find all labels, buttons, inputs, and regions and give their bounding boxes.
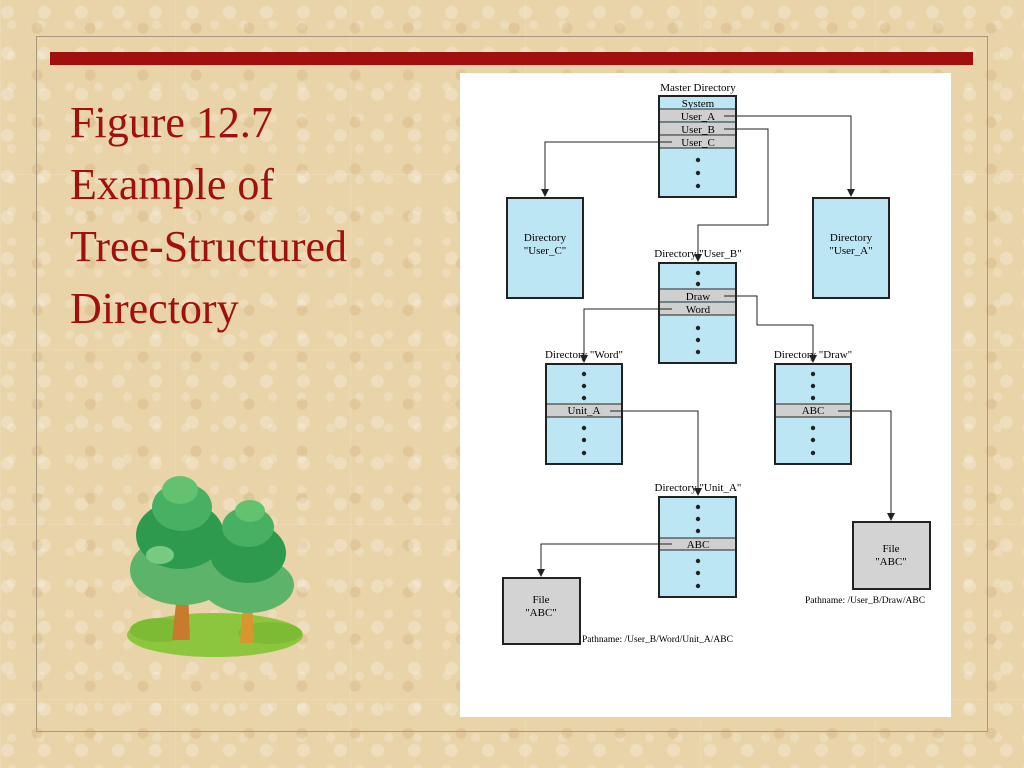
arrow-user-a bbox=[724, 115, 855, 197]
user-b-entry-word: Word bbox=[686, 304, 711, 316]
file-left-line2: "ABC" bbox=[525, 607, 557, 619]
arrow-draw-abc bbox=[838, 410, 895, 521]
title-line-3: Tree-Structured bbox=[70, 222, 347, 271]
dir-user-a-line2: "User_A" bbox=[829, 245, 872, 257]
pathname-right: Pathname: /User_B/Draw/ABC bbox=[805, 596, 925, 606]
title-line-1: Figure 12.7 bbox=[70, 98, 273, 147]
directory-user-b-box: Draw Word bbox=[658, 262, 737, 364]
arrow-draw bbox=[724, 295, 817, 363]
title-line-4: Directory bbox=[70, 284, 239, 333]
directory-user-a-box: Directory "User_A" bbox=[812, 197, 890, 299]
tree-directory-diagram: Master Directory System User_A User_B Us… bbox=[502, 82, 931, 645]
big-tree-icon bbox=[130, 476, 234, 640]
slide-frame bbox=[36, 36, 988, 732]
directory-user-c-box: Directory "User_C" bbox=[506, 197, 584, 299]
dir-user-c-line2: "User_C" bbox=[524, 245, 567, 257]
title-accent-bar bbox=[50, 52, 973, 65]
directory-word-box: Unit_A bbox=[545, 363, 623, 465]
small-tree-icon bbox=[202, 500, 294, 643]
trees-clipart bbox=[127, 476, 303, 657]
arrow-word bbox=[580, 308, 672, 363]
arrow-user-c bbox=[541, 141, 672, 197]
master-entry-user-b: User_B bbox=[681, 124, 715, 136]
figure-panel: Master Directory System User_A User_B Us… bbox=[460, 73, 951, 717]
master-entry-system: System bbox=[682, 98, 715, 110]
word-entry-unit-a: Unit_A bbox=[568, 405, 601, 417]
directory-draw-box: ABC bbox=[774, 363, 852, 465]
unit-a-entry-abc: ABC bbox=[687, 539, 710, 551]
file-right-line1: File bbox=[882, 543, 899, 555]
arrow-unit-a bbox=[610, 410, 702, 496]
title-line-2: Example of bbox=[70, 160, 275, 209]
master-directory-box: System User_A User_B User_C bbox=[658, 95, 737, 198]
connector-arrows bbox=[537, 115, 895, 577]
user-b-entry-draw: Draw bbox=[686, 291, 710, 303]
file-abc-left-box: File "ABC" bbox=[502, 577, 581, 645]
dir-user-c-line1: Directory bbox=[524, 232, 567, 244]
arrow-user-b bbox=[694, 128, 769, 262]
directory-unit-a-box: ABC bbox=[658, 496, 737, 598]
master-entry-user-c: User_C bbox=[681, 137, 715, 149]
dir-user-a-line1: Directory bbox=[830, 232, 873, 244]
master-entry-user-a: User_A bbox=[681, 111, 715, 123]
pathname-left: Pathname: /User_B/Word/Unit_A/ABC bbox=[582, 635, 733, 645]
draw-entry-abc: ABC bbox=[802, 405, 825, 417]
master-directory-label: Master Directory bbox=[660, 82, 736, 94]
slide-title: Figure 12.7 Example of Tree-Structured D… bbox=[70, 92, 450, 340]
file-left-line1: File bbox=[532, 594, 549, 606]
file-right-line2: "ABC" bbox=[875, 556, 907, 568]
arrow-unit-a-abc bbox=[537, 543, 672, 577]
file-abc-right-box: File "ABC" bbox=[852, 521, 931, 590]
